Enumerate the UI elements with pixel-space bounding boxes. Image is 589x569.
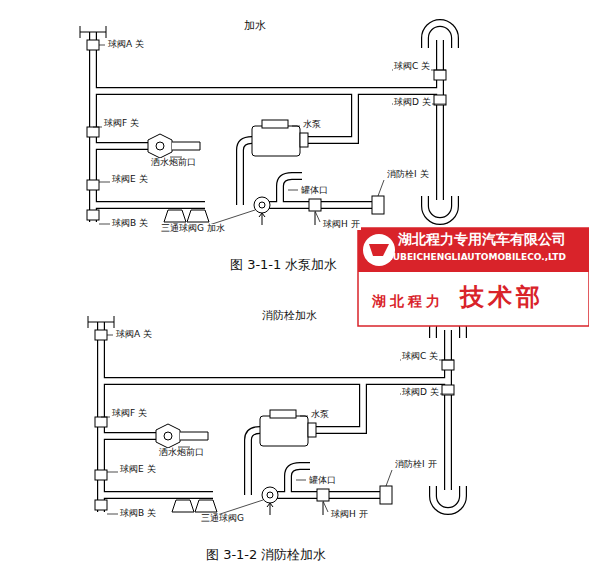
callout-label: 球阀H 开 xyxy=(330,510,369,520)
figure-heading: 图 3-1-2 消防栓加水 xyxy=(206,548,326,562)
figure-heading: 消防栓加水 xyxy=(262,310,317,322)
watermark-frame xyxy=(358,228,589,326)
callout-label: 球阀E 关 xyxy=(111,175,149,185)
callout-label: 洒水炮前口 xyxy=(150,158,197,168)
callout-label: 球阀E 关 xyxy=(119,465,157,475)
callout-label: 水泵 xyxy=(310,410,330,420)
callout-label: 消防栓I 关 xyxy=(386,170,430,180)
callout-label: 球阀C 关 xyxy=(401,352,439,362)
callout-label: 罐体口 xyxy=(300,186,329,196)
callout-label: 球阀F 关 xyxy=(111,409,148,419)
callout-label: 球阀B 关 xyxy=(119,509,157,519)
callout-label: 罐体口 xyxy=(308,476,337,486)
watermark-band xyxy=(358,228,589,272)
callout-label: 水泵 xyxy=(302,120,322,130)
callout-label: 球阀D 关 xyxy=(393,98,432,108)
callout-label: 球阀A 关 xyxy=(107,40,145,50)
callout-label: 三通球阀G xyxy=(200,514,245,524)
callout-label: 球阀C 关 xyxy=(393,62,431,72)
figure-heading: 图 3-1-1 水泵加水 xyxy=(230,258,337,272)
figure-heading: 加水 xyxy=(244,20,266,32)
callout-label: 球阀B 关 xyxy=(111,219,149,229)
watermark-text: HUBEICHENGLIAUTOMOBILECO.,LTD xyxy=(385,253,566,263)
watermark-text: 技术部 xyxy=(460,284,544,310)
watermark-text: 湖北程力 xyxy=(372,294,444,309)
callout-label: 三通球阀G 加水 xyxy=(160,224,226,234)
callout-label: 消防栓I 开 xyxy=(394,460,438,470)
callout-label: 球阀A 关 xyxy=(115,330,153,340)
callout-label: 球阀F 关 xyxy=(103,119,140,129)
watermark-text: 湖北程力专用汽车有限公司 xyxy=(398,232,566,247)
callout-label: 球阀H 开 xyxy=(322,220,361,230)
callout-label: 球阀D 关 xyxy=(401,388,440,398)
callout-label: 洒水炮前口 xyxy=(158,448,205,458)
